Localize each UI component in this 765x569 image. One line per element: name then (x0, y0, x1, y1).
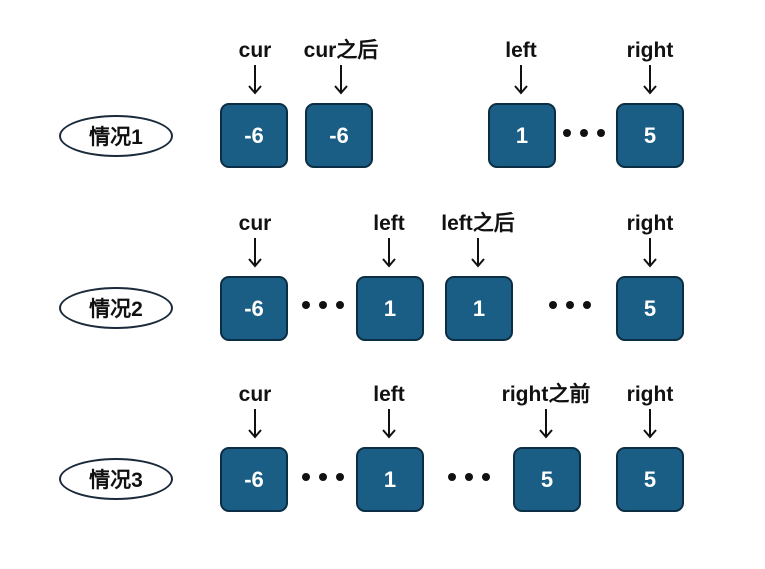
pointer-cur-next: cur之后 (276, 39, 406, 95)
node-value: 5 (540, 466, 554, 492)
pointer-left: left (456, 39, 586, 95)
case-label-text: 情况2 (89, 298, 143, 321)
pointer-left: left (324, 383, 454, 439)
ellipsis-icon (549, 300, 591, 310)
down-arrow-icon (643, 409, 657, 439)
list-node: 5 (616, 103, 684, 168)
pointer-label: cur (238, 383, 272, 406)
pointer-label: cur (238, 39, 272, 62)
down-arrow-icon (539, 409, 553, 439)
node-value: -6 (329, 122, 349, 148)
down-arrow-icon (248, 238, 262, 268)
node-value: -6 (244, 295, 264, 321)
ellipsis-icon (448, 472, 490, 482)
pointer-label: right (626, 39, 674, 62)
pointer-left: left (324, 212, 454, 268)
node-value: 1 (515, 122, 529, 148)
ellipsis-icon (302, 300, 344, 310)
pointer-cur: cur (190, 212, 320, 268)
list-node: 5 (616, 276, 684, 341)
pointer-label: right之前 (501, 383, 591, 406)
node-value: -6 (244, 122, 264, 148)
pointer-label: left (373, 383, 405, 406)
pointer-right: right (585, 39, 715, 95)
list-node: -6 (220, 276, 288, 341)
list-node: 1 (445, 276, 513, 341)
pointer-label: cur (238, 212, 272, 235)
ellipsis-icon (563, 128, 605, 138)
down-arrow-icon (471, 238, 485, 268)
list-node: 1 (488, 103, 556, 168)
down-arrow-icon (643, 238, 657, 268)
pointer-label: left (373, 212, 405, 235)
node-value: 1 (383, 295, 397, 321)
pointer-label: right (626, 212, 674, 235)
list-node: -6 (305, 103, 373, 168)
pointer-cur: cur (190, 383, 320, 439)
node-value: 5 (643, 122, 657, 148)
down-arrow-icon (514, 65, 528, 95)
list-node: 1 (356, 276, 424, 341)
down-arrow-icon (643, 65, 657, 95)
node-value: 5 (643, 295, 657, 321)
node-value: 1 (383, 466, 397, 492)
pointer-left-next: left之后 (413, 212, 543, 268)
pointer-right: right (585, 383, 715, 439)
down-arrow-icon (334, 65, 348, 95)
pointer-right-prev: right之前 (481, 383, 611, 439)
down-arrow-icon (382, 409, 396, 439)
case-label-3: 情况3 (59, 458, 173, 500)
down-arrow-icon (248, 65, 262, 95)
node-value: 1 (472, 295, 486, 321)
node-value: -6 (244, 466, 264, 492)
pointer-label: left之后 (441, 212, 515, 235)
down-arrow-icon (382, 238, 396, 268)
case-label-1: 情况1 (59, 115, 173, 157)
node-value: 5 (643, 466, 657, 492)
ellipsis-icon (302, 472, 344, 482)
list-node: 5 (616, 447, 684, 512)
pointer-label: right (626, 383, 674, 406)
pointer-right: right (585, 212, 715, 268)
case-label-text: 情况3 (89, 469, 143, 492)
list-node: 1 (356, 447, 424, 512)
pointer-label: left (505, 39, 537, 62)
case-label-2: 情况2 (59, 287, 173, 329)
pointer-cur: cur (190, 39, 320, 95)
list-node: -6 (220, 103, 288, 168)
case-label-text: 情况1 (89, 126, 143, 149)
down-arrow-icon (248, 409, 262, 439)
list-node: -6 (220, 447, 288, 512)
list-node: 5 (513, 447, 581, 512)
pointer-label: cur之后 (303, 39, 379, 62)
